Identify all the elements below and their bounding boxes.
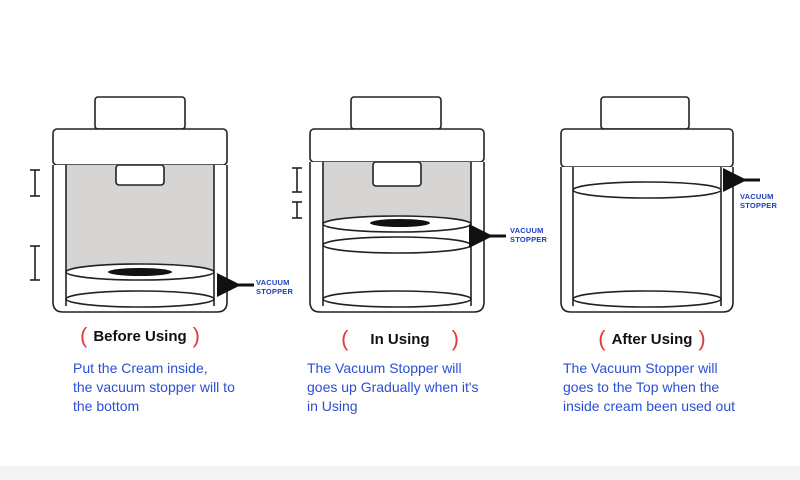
- stopper-center: [108, 268, 172, 276]
- panel-title: After Using: [611, 330, 693, 348]
- paren-close: ): [698, 326, 706, 351]
- jar-lid: [309, 128, 485, 163]
- jar-cap-top: [94, 96, 186, 130]
- panel-title: Before Using: [93, 327, 187, 345]
- jar-before-using: [52, 96, 228, 313]
- jar-lid: [52, 128, 228, 166]
- paren-open: (: [79, 323, 88, 348]
- bottom-band: [0, 466, 800, 480]
- vacuum-stopper-label: VACUUM STOPPER: [256, 278, 294, 296]
- caption-before-using: ( Before Using ): [70, 325, 210, 347]
- cream-fill: [323, 162, 471, 229]
- vacuum-stopper-label: VACUUM STOPPER: [740, 192, 778, 210]
- caption-in-using: ( In Using ): [330, 328, 470, 350]
- jar-body: [560, 167, 734, 313]
- vacuum-stopper-disc: [572, 181, 722, 199]
- vacuum-stopper-label: VACUUM STOPPER: [510, 226, 548, 244]
- lid-tab: [372, 161, 422, 187]
- description-before-using: Put the Cream inside, the vacuum stopper…: [73, 360, 235, 414]
- jar-cap-top: [350, 96, 442, 130]
- description-in-using: The Vacuum Stopper will goes up Graduall…: [307, 360, 479, 414]
- level-bracket-before: [30, 169, 40, 281]
- jar-lid: [560, 128, 734, 168]
- jar-base: [572, 290, 722, 308]
- paren-close: ): [192, 323, 200, 348]
- cream-fill: [66, 165, 214, 277]
- paren-open: (: [341, 326, 349, 351]
- jar-base: [65, 290, 215, 308]
- stopper-center: [370, 219, 430, 227]
- level-bracket-in: [292, 167, 302, 219]
- panel-title: In Using: [370, 330, 430, 348]
- caption-after-using: ( After Using ): [582, 328, 722, 350]
- jar-base: [322, 290, 472, 308]
- paren-open: (: [598, 326, 606, 351]
- lid-tab: [115, 164, 165, 186]
- jar-after-using: [560, 96, 734, 313]
- description-after-using: The Vacuum Stopper will goes to the Top …: [563, 360, 735, 414]
- jar-in-using: [309, 96, 485, 313]
- jar-cap-top: [600, 96, 690, 130]
- paren-close: ): [451, 326, 459, 351]
